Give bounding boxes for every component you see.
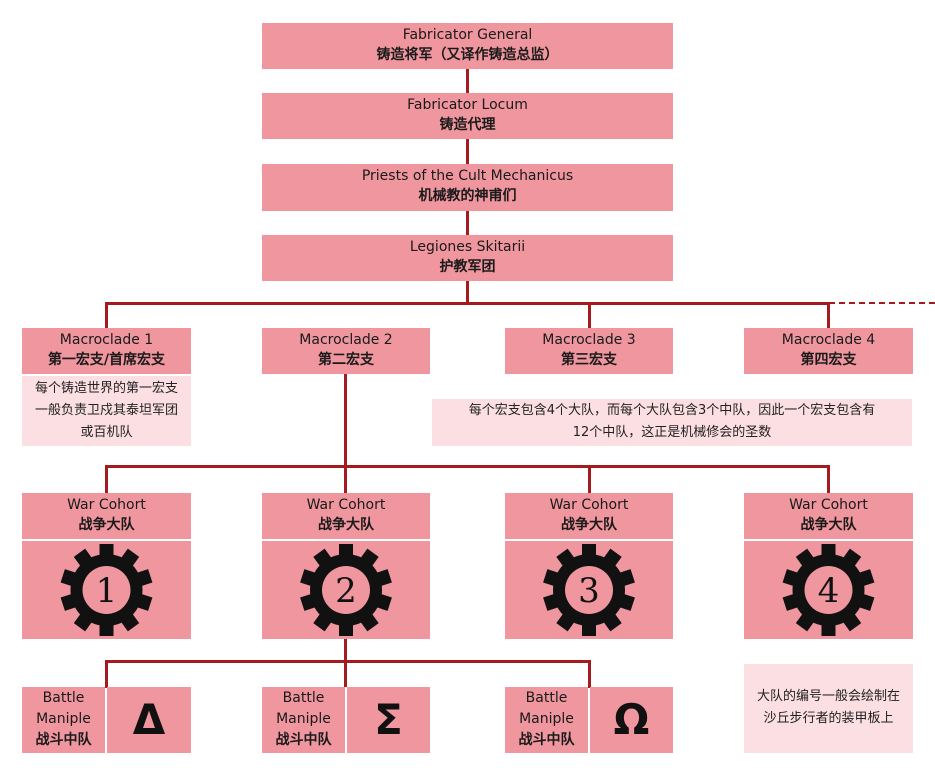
maniple-2-label: Battle Maniple 战斗中队 bbox=[262, 687, 345, 753]
note-line: 一般负责卫戍其泰坦军团 bbox=[34, 403, 178, 418]
fabricator-locum-zh: 铸造代理 bbox=[439, 117, 496, 133]
cohort-4-gear-panel: 4 bbox=[744, 541, 913, 639]
note-line: 或百机队 bbox=[80, 425, 133, 440]
fabricator-general-zh: 铸造将军（又译作铸造总监） bbox=[376, 47, 559, 63]
cohort-2-number: 2 bbox=[335, 571, 357, 611]
maniple-3-en2: Maniple bbox=[519, 711, 574, 727]
macroclade-4-zh: 第四宏支 bbox=[800, 352, 857, 368]
skitarii-box: Legiones Skitarii 护教军团 bbox=[262, 235, 673, 281]
macroclade-3-zh: 第三宏支 bbox=[561, 352, 617, 368]
priests-zh: 机械教的神甫们 bbox=[418, 188, 517, 204]
gear-icon: 4 bbox=[782, 544, 875, 636]
cohort-3-header: War Cohort 战争大队 bbox=[505, 493, 673, 539]
cohort-1-en: War Cohort bbox=[67, 497, 146, 513]
cohort-3-zh: 战争大队 bbox=[561, 517, 617, 533]
cohort-2-en: War Cohort bbox=[306, 497, 386, 513]
connector-maniple-1 bbox=[105, 660, 108, 688]
skitarii-zh: 护教军团 bbox=[439, 259, 496, 275]
macroclade-1-note: 每个铸造世界的第一宏支 一般负责卫戍其泰坦军团 或百机队 bbox=[22, 376, 191, 446]
maniple-2-symbol: Σ bbox=[347, 687, 430, 753]
note-line: 每个铸造世界的第一宏支 bbox=[34, 381, 178, 396]
cohort-2-gear-panel: 2 bbox=[262, 541, 430, 639]
maniple-3-label: Battle Maniple 战斗中队 bbox=[505, 687, 588, 753]
skitarii-en: Legiones Skitarii bbox=[409, 239, 526, 255]
connector-continuation-dashed bbox=[829, 302, 935, 304]
macroclade-4-en: Macroclade 4 bbox=[781, 332, 876, 348]
note-line: 大队的编号一般会绘制在 bbox=[756, 689, 900, 704]
cohort-4-header: War Cohort 战争大队 bbox=[744, 493, 913, 539]
cohort-1-number: 1 bbox=[96, 571, 118, 611]
maniple-1-zh: 战斗中队 bbox=[35, 732, 92, 748]
cohort-1-zh: 战争大队 bbox=[78, 517, 135, 533]
connector-macroclade-3 bbox=[588, 302, 591, 329]
cohort-4-number: 4 bbox=[818, 571, 840, 611]
priests-en: Priests of the Cult Mechanicus bbox=[361, 168, 574, 184]
fabricator-locum-box: Fabricator Locum 铸造代理 bbox=[262, 93, 673, 139]
gear-icon: 2 bbox=[300, 544, 392, 636]
cohort-4-en: War Cohort bbox=[789, 497, 868, 513]
cohort-marking-note: 大队的编号一般会绘制在 沙丘步行者的装甲板上 bbox=[744, 664, 913, 753]
macroclade-2-en: Macroclade 2 bbox=[299, 332, 393, 348]
maniple-1-en1: Battle bbox=[42, 690, 85, 706]
connector-macroclade-1 bbox=[105, 302, 108, 329]
maniple-2-zh: 战斗中队 bbox=[275, 732, 332, 748]
macroclade-1-zh: 第一宏支/首席宏支 bbox=[47, 352, 166, 368]
fabricator-locum-en: Fabricator Locum bbox=[407, 97, 528, 113]
note-line: 每个宏支包含4个大队，而每个大队包含3个中队，因此一个宏支包含有 bbox=[468, 403, 876, 418]
note-line: 12个中队，这正是机械修会的圣数 bbox=[572, 425, 772, 440]
connector-cohort-3 bbox=[588, 465, 591, 494]
connector-macroclade-4 bbox=[827, 302, 830, 329]
connector-cohort-1 bbox=[105, 465, 108, 494]
cohort-3-gear-panel: 3 bbox=[505, 541, 673, 639]
cohort-1-gear-panel: 1 bbox=[22, 541, 191, 639]
fabricator-general-box: Fabricator General 铸造将军（又译作铸造总监） bbox=[262, 23, 673, 69]
maniple-1-label: Battle Maniple 战斗中队 bbox=[22, 687, 105, 753]
connector-macroclade-bar bbox=[105, 302, 829, 305]
macroclade-2-zh: 第二宏支 bbox=[318, 352, 374, 368]
macroclade-1-en: Macroclade 1 bbox=[59, 332, 154, 348]
cohort-2-header: War Cohort 战争大队 bbox=[262, 493, 430, 539]
connector-maniple-bar bbox=[105, 660, 591, 663]
macroclade-3-box: Macroclade 3 第三宏支 bbox=[505, 328, 673, 374]
cohort-4-zh: 战争大队 bbox=[800, 517, 857, 533]
maniple-2-en1: Battle bbox=[282, 690, 325, 706]
cohort-2-zh: 战争大队 bbox=[318, 517, 374, 533]
cohort-1-header: War Cohort 战争大队 bbox=[22, 493, 191, 539]
maniple-2-en2: Maniple bbox=[276, 711, 331, 727]
macroclade-1-box: Macroclade 1 第一宏支/首席宏支 bbox=[22, 328, 191, 374]
cohort-3-number: 3 bbox=[578, 571, 600, 611]
fabricator-general-en: Fabricator General bbox=[402, 27, 533, 43]
maniple-3-zh: 战斗中队 bbox=[518, 732, 575, 748]
note-line: 沙丘步行者的装甲板上 bbox=[763, 711, 894, 726]
cohort-3-en: War Cohort bbox=[549, 497, 629, 513]
maniple-1-symbol: Δ bbox=[107, 687, 191, 753]
macroclade-4-box: Macroclade 4 第四宏支 bbox=[744, 328, 913, 374]
priests-box: Priests of the Cult Mechanicus 机械教的神甫们 bbox=[262, 164, 673, 211]
maniple-3-symbol: Ω bbox=[590, 687, 673, 753]
maniple-1-en2: Maniple bbox=[36, 711, 91, 727]
macroclade-3-en: Macroclade 3 bbox=[542, 332, 636, 348]
connector-cohort-4 bbox=[827, 465, 830, 494]
connector-cohort2-down bbox=[344, 639, 347, 687]
gear-icon: 1 bbox=[60, 544, 153, 636]
maniple-3-en1: Battle bbox=[525, 690, 568, 706]
gear-icon: 3 bbox=[543, 544, 635, 636]
macroclade-2-box: Macroclade 2 第二宏支 bbox=[262, 328, 430, 374]
connector-maniple-3 bbox=[588, 660, 591, 688]
macroclade-general-note: 每个宏支包含4个大队，而每个大队包含3个中队，因此一个宏支包含有 12个中队，这… bbox=[432, 399, 912, 446]
connector-cohort-bar bbox=[105, 465, 829, 468]
connector-macroclade2-down bbox=[344, 374, 347, 494]
